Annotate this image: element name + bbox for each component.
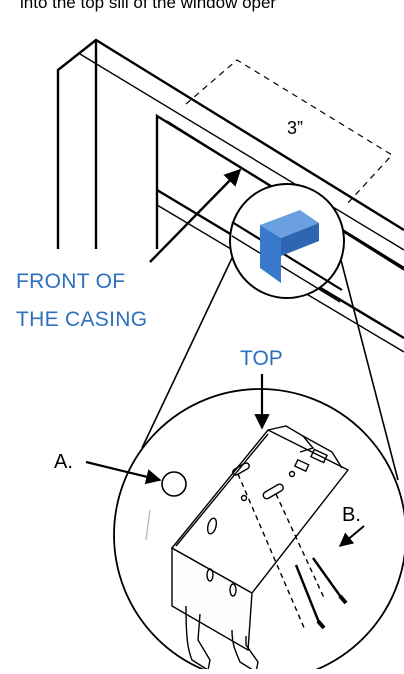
point-a-marker <box>161 471 187 497</box>
b-arrow <box>338 525 365 547</box>
dimension-label: 3” <box>287 118 304 138</box>
front-of-casing-label-line1: FRONT OF <box>16 270 126 293</box>
label-b: B. <box>342 504 361 526</box>
front-arrow <box>149 168 242 263</box>
caption-text: into the top sill of the window oper <box>20 0 277 12</box>
depth-dashed-outline <box>185 59 393 205</box>
front-of-casing-label-line2: THE CASING <box>16 308 148 331</box>
zoom-connector-lines <box>141 257 399 481</box>
top-label: TOP <box>240 347 283 370</box>
label-a: A. <box>54 451 73 473</box>
casing-lines-in-circle <box>231 221 343 303</box>
a-arrow <box>85 460 162 485</box>
blue-bracket-icon <box>260 210 319 283</box>
bracket-detail <box>145 425 350 674</box>
